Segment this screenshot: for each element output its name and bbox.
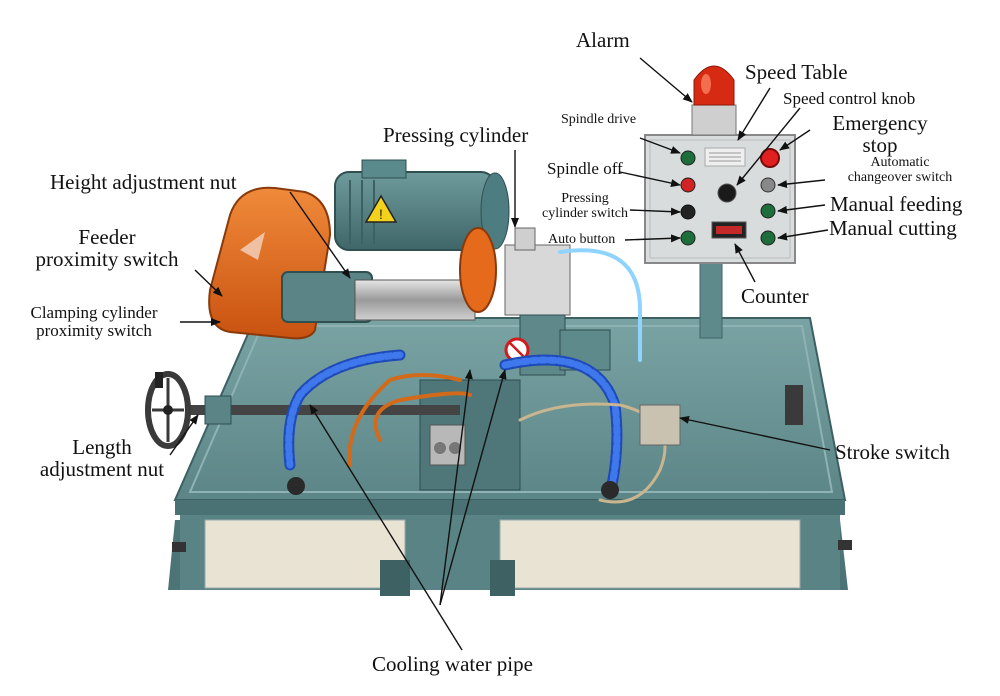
label-feeder-proximity-line1: Feeder	[78, 225, 136, 249]
label-height-adjustment-nut: Height adjustment nut	[50, 170, 237, 194]
label-alarm: Alarm	[576, 28, 630, 52]
cabinet-door-right	[499, 519, 801, 589]
motor: !	[334, 159, 510, 251]
label-automatic-changeover-line2: changeover switch	[847, 169, 953, 185]
label-feeder-proximity-line2: proximity switch	[35, 247, 179, 272]
spindle-off-button	[680, 177, 696, 193]
label-automatic-changeover-line1: Automatic	[870, 155, 930, 170]
label-auto-button: Auto button	[548, 232, 616, 247]
label-clamping-proximity-line1: Clamping cylinder	[30, 303, 158, 322]
label-length-adjustment-line1: Length	[72, 435, 132, 459]
warning-triangle-icon	[364, 194, 398, 223]
label-stroke-switch: Stroke switch	[835, 440, 950, 464]
manual-feeding-button	[760, 203, 776, 219]
label-length-adjustment-line2: adjustment nut	[39, 457, 165, 482]
label-pressing-cylinder-switch-line2: cylinder switch	[542, 205, 628, 221]
svg-text:!: !	[379, 206, 383, 222]
changeover-switch	[760, 177, 776, 193]
label-spindle-off: Spindle off	[547, 159, 623, 178]
feed-rod	[190, 395, 460, 425]
label-automatic-changeover: Automatic changeover switch	[820, 155, 980, 185]
cabinet-door-left	[204, 519, 406, 589]
label-clamping-proximity-switch: Clamping cylinder proximity switch	[4, 304, 184, 340]
vise-area	[419, 329, 611, 491]
cooling-water-pipes	[283, 248, 667, 504]
auto-button	[680, 230, 696, 246]
label-spindle-drive: Spindle drive	[561, 112, 637, 127]
label-counter: Counter	[741, 284, 809, 308]
label-cooling-water-pipe: Cooling water pipe	[372, 652, 533, 676]
manual-cutting-button	[760, 230, 776, 246]
label-manual-feeding: Manual feeding	[830, 192, 963, 216]
alarm-lamp-icon	[691, 65, 737, 136]
label-speed-control-knob: Speed control knob	[783, 89, 916, 108]
label-pressing-cylinder-switch-line1: Pressing	[561, 191, 609, 206]
label-feeder-proximity-switch: Feeder proximity switch	[12, 226, 202, 270]
label-emergency-stop: Emergency stop	[815, 112, 945, 156]
label-pressing-cylinder-switch: Pressing cylinder switch	[530, 191, 640, 221]
label-emergency-stop-line1: Emergency	[832, 111, 928, 135]
label-pressing-cylinder: Pressing cylinder	[383, 123, 529, 147]
stroke-switch-body	[639, 404, 681, 446]
label-emergency-stop-line2: stop	[862, 133, 898, 158]
label-speed-table: Speed Table	[745, 60, 848, 84]
handwheel-icon	[145, 371, 191, 449]
control-panel	[644, 134, 796, 264]
pressing-cylinder-switch	[680, 204, 696, 220]
label-manual-cutting: Manual cutting	[829, 216, 957, 240]
leader-lines	[169, 57, 831, 651]
belt-guard	[208, 186, 497, 340]
emergency-stop-button	[760, 148, 780, 168]
label-clamping-proximity-line2: proximity switch	[36, 320, 152, 340]
panel-pole	[699, 257, 723, 339]
spindle-drive-button	[680, 150, 696, 166]
machine-base	[168, 490, 852, 596]
speed-control-knob	[717, 183, 737, 203]
label-length-adjustment-nut: Length adjustment nut	[22, 436, 182, 480]
